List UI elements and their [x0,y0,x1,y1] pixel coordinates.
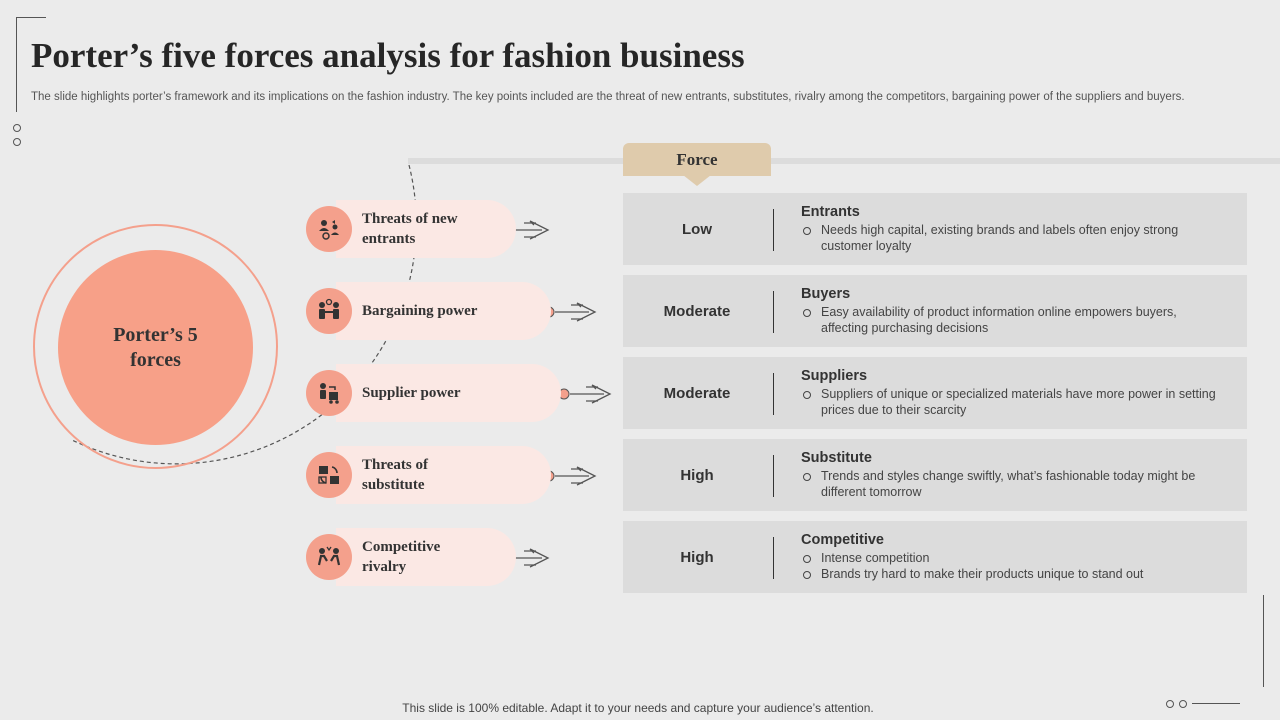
row-title: Substitute [801,450,872,466]
people-network-icon [306,206,352,252]
force-label: Competitive rivalry [362,539,441,575]
row-content: Entrants Needs high capital, existing br… [801,204,1221,254]
row-bullet: Easy availability of product information… [801,304,1221,336]
force-header-pointer [683,175,711,186]
row-content: Substitute Trends and styles change swif… [801,450,1221,500]
arrow-tail-lines [571,304,583,320]
force-column-header: Force [623,143,771,176]
row-bullet: Needs high capital, existing brands and … [801,222,1221,254]
row-content: Buyers Easy availability of product info… [801,286,1221,336]
row-content: Competitive Intense competition Brands t… [801,532,1221,582]
arrow-tail-lines [524,550,536,566]
force-item-bargaining-power: Bargaining power [306,282,551,340]
row-title: Buyers [801,286,851,302]
force-level: High [680,548,714,566]
decorative-dot [1179,700,1187,708]
force-level: High [680,466,714,484]
row-divider [773,291,774,333]
arrow-tail-lines [586,386,598,402]
arrow-tail-lines [524,222,536,238]
force-level: Moderate [663,384,731,402]
row-title: Competitive [801,532,884,548]
top-band [408,158,1280,164]
force-row-entrants: Low Entrants Needs high capital, existin… [623,193,1247,265]
corner-decoration-horizontal [1192,703,1240,704]
row-divider [773,537,774,579]
force-label: Supplier power [362,385,461,401]
force-item-threats-of-substitute: Threats of substitute [306,446,551,504]
corner-decoration-horizontal [16,17,46,18]
decorative-dot [13,138,21,146]
swap-boxes-icon [306,452,352,498]
row-bullet: Trends and styles change swiftly, what’s… [801,468,1221,500]
force-level: Moderate [663,302,731,320]
force-item-new-entrants: Threats of new entrants [306,200,516,258]
arrow-right-icon [555,466,597,486]
center-circle: Porter’s 5 forces [58,250,253,445]
slide-title: Porter’s five forces analysis for fashio… [31,36,745,75]
force-item-supplier-power: Supplier power [306,364,561,422]
force-row-suppliers: Moderate Suppliers Suppliers of unique o… [623,357,1247,429]
decorative-dot [1166,700,1174,708]
corner-decoration-vertical [16,17,17,112]
decorative-dot [13,124,21,132]
force-row-buyers: Moderate Buyers Easy availability of pro… [623,275,1247,347]
row-bullet: Intense competition [801,550,1221,566]
force-row-substitute: High Substitute Trends and styles change… [623,439,1247,511]
row-divider [773,373,774,415]
force-item-competitive-rivalry: Competitive rivalry [306,528,516,586]
arrow-tail-lines [571,468,583,484]
force-pill [336,528,516,586]
center-ring [33,224,278,469]
arrow-right-icon [555,302,597,322]
supplier-delivery-icon [306,370,352,416]
footer-note: This slide is 100% editable. Adapt it to… [402,701,874,715]
row-content: Suppliers Suppliers of unique or special… [801,368,1221,418]
handshake-people-icon [306,288,352,334]
force-pill [336,282,551,340]
row-title: Entrants [801,204,860,220]
force-level: Low [682,220,712,238]
force-pill [336,364,561,422]
row-bullet: Brands try hard to make their products u… [801,566,1221,582]
row-title: Suppliers [801,368,868,384]
row-bullet: Suppliers of unique or specialized mater… [801,386,1221,418]
center-label: Porter’s 5 forces [113,323,198,371]
force-pill [336,446,551,504]
corner-decoration-vertical [1263,595,1264,687]
row-divider [773,209,774,251]
slide-subtitle: The slide highlights porter’s framework … [31,91,1185,103]
force-row-competitive: High Competitive Intense competition Bra… [623,521,1247,593]
force-label: Threats of substitute [362,457,428,493]
force-label: Threats of new entrants [362,211,458,247]
force-pill [336,200,516,258]
rivalry-people-icon [306,534,352,580]
arrow-right-icon [570,384,612,404]
force-label: Bargaining power [362,303,478,319]
row-divider [773,455,774,497]
